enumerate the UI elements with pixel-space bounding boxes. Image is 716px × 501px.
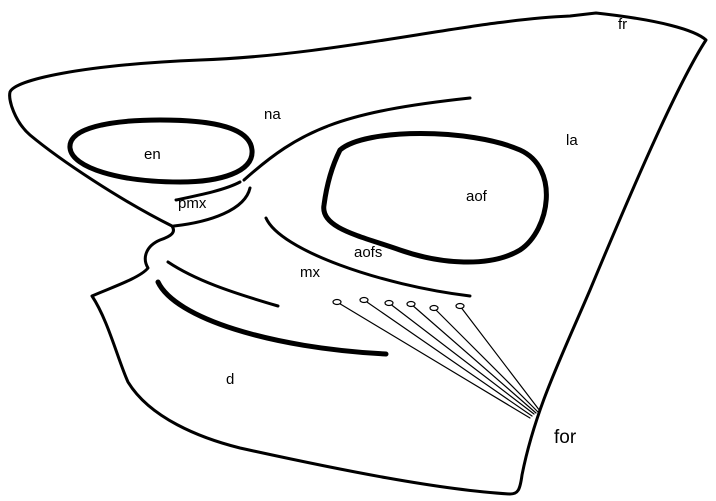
label-for: for [554,427,577,448]
label-en: en [144,146,161,163]
foramina-group [333,298,540,419]
label-d: d [226,371,234,388]
foramen-leader [411,304,536,413]
dentary-margin [158,282,386,354]
maxilla-tooth-row [168,262,278,306]
label-aof: aof [466,188,488,205]
foramen-leader [460,306,540,411]
label-la: la [566,132,578,149]
foramen [385,301,393,306]
external-naris [70,120,252,182]
label-fr: fr [618,16,627,33]
foramen [333,300,341,305]
foramen-leader [364,300,532,416]
foramen [360,298,368,303]
foramen-leader [434,308,538,412]
label-mx: mx [300,264,320,281]
foramen [407,302,415,307]
antorbital-fenestra [324,134,547,263]
foramen [456,304,464,309]
label-pmx: pmx [178,195,207,212]
label-na: na [264,106,281,123]
foramen [430,306,438,311]
foramen-leader [389,303,534,414]
label-aofs: aofs [354,244,382,261]
